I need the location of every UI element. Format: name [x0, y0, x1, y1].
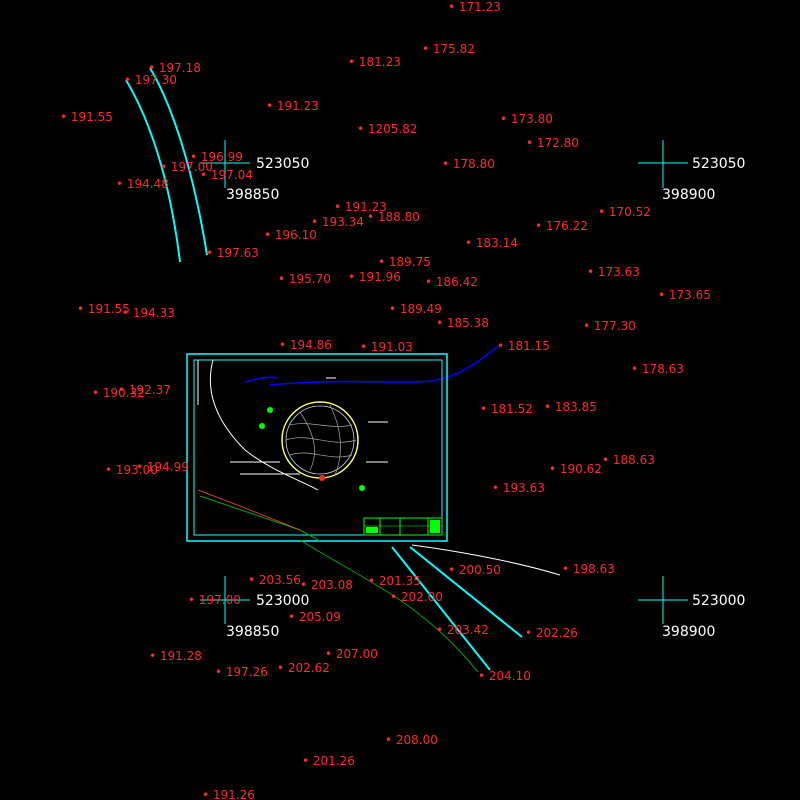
elevation-label: • 170.52	[598, 205, 651, 219]
elevation-label: • 191.96	[348, 270, 401, 284]
elevation-label: • 191.28	[149, 649, 202, 663]
boundary-line	[299, 539, 479, 673]
elevation-label: • 171.23	[448, 0, 501, 14]
elevation-label: • 189.75	[378, 255, 431, 269]
elevation-label: • 197.18	[148, 61, 201, 75]
crosshair-markers	[200, 140, 688, 624]
coord-top-left-y: 523050	[256, 156, 309, 172]
elevation-label: • 188.80	[367, 210, 420, 224]
elevation-label: • 195.70	[278, 272, 331, 286]
elevation-label: • 181.52	[480, 402, 533, 416]
elevation-label: • 198.63	[562, 562, 615, 576]
elevation-label: • 178.80	[442, 157, 495, 171]
elevation-label: • 197.63	[206, 246, 259, 260]
elevation-label: • 191.23	[266, 99, 319, 113]
elevation-label: • 208.00	[385, 733, 438, 747]
elevation-label: • 181.15	[497, 339, 550, 353]
elevation-label: • 190.62	[549, 462, 602, 476]
elevation-label: • 173.80	[500, 112, 553, 126]
road-edge-right	[149, 67, 208, 256]
elevation-label: • 1205.82	[357, 122, 418, 136]
elevation-label: • 194.48	[116, 177, 169, 191]
elevation-label: • 202.26	[525, 626, 578, 640]
stream-line	[269, 345, 499, 386]
elevation-label: • 183.14	[465, 236, 518, 250]
elevation-label: • 191.55	[77, 302, 130, 316]
coord-bottom-right-x: 398900	[662, 624, 715, 640]
elevation-label: • 191.23	[334, 200, 387, 214]
elevation-label: • 173.65	[658, 288, 711, 302]
elevation-label: • 183.85	[544, 400, 597, 414]
elevation-label: • 203.56	[248, 573, 301, 587]
elevation-label: • 197.00	[188, 593, 241, 607]
coord-bottom-right-y: 523000	[692, 593, 745, 609]
elevation-points: • 171.23 • 175.82 • 181.23 • 197.18 • 19…	[60, 0, 711, 800]
elevation-label: • 173.63	[587, 265, 640, 279]
road-edge-left	[125, 79, 181, 263]
elevation-label: • 188.63	[602, 453, 655, 467]
coord-top-right-y: 523050	[692, 156, 745, 172]
inset-frame[interactable]	[186, 353, 448, 542]
elevation-label: • 203.08	[300, 578, 353, 592]
road-edge-bottom-left	[391, 546, 491, 671]
elevation-label: • 201.35	[368, 574, 421, 588]
elevation-label: • 172.80	[526, 136, 579, 150]
title-block	[363, 517, 443, 536]
elevation-label: • 191.55	[60, 110, 113, 124]
elevation-label: • 200.50	[448, 563, 501, 577]
elevation-label: • 177.30	[583, 319, 636, 333]
elevation-label: • 194.86	[279, 338, 332, 352]
road-edge-bottom-right	[409, 546, 523, 638]
elevation-label: • 196.99	[190, 150, 243, 164]
elevation-label: • 197.00	[160, 160, 213, 174]
elevation-label: • 197.04	[200, 168, 253, 182]
survey-circle	[281, 401, 359, 481]
elevation-label: • 202.62	[277, 661, 330, 675]
elevation-label: • 192.37	[118, 383, 171, 397]
coord-top-right-x: 398900	[662, 187, 715, 203]
elevation-label: • 193.34	[311, 215, 364, 229]
elevation-label: • 197.30	[124, 73, 177, 87]
elevation-label: • 191.03	[360, 340, 413, 354]
path-line	[411, 544, 561, 576]
elevation-label: • 193.63	[492, 481, 545, 495]
elevation-label: • 194.33	[122, 306, 175, 320]
elevation-label: • 194.99	[136, 460, 189, 474]
elevation-label: • 185.38	[436, 316, 489, 330]
elevation-label: • 178.63	[631, 362, 684, 376]
elevation-label: • 202.00	[390, 590, 443, 604]
coord-bottom-left-y: 523000	[256, 593, 309, 609]
coord-top-left-x: 398850	[226, 187, 279, 203]
elevation-label: • 205.09	[288, 610, 341, 624]
elevation-label: • 196.10	[264, 228, 317, 242]
elevation-label: • 176.22	[535, 219, 588, 233]
elevation-label: • 190.32	[92, 386, 145, 400]
elevation-label: • 189.49	[389, 302, 442, 316]
elevation-label: • 203.42	[436, 623, 489, 637]
elevation-label: • 201.26	[302, 754, 355, 768]
elevation-label: • 186.42	[425, 275, 478, 289]
elevation-label: • 181.23	[348, 55, 401, 69]
elevation-label: • 207.00	[325, 647, 378, 661]
coord-bottom-left-x: 398850	[226, 624, 279, 640]
elevation-label: • 191.26	[202, 788, 255, 800]
stream-start	[244, 376, 279, 383]
elevation-label: • 197.26	[215, 665, 268, 679]
elevation-label: • 193.00	[105, 463, 158, 477]
elevation-label: • 175.82	[422, 42, 475, 56]
elevation-label: • 204.10	[478, 669, 531, 683]
